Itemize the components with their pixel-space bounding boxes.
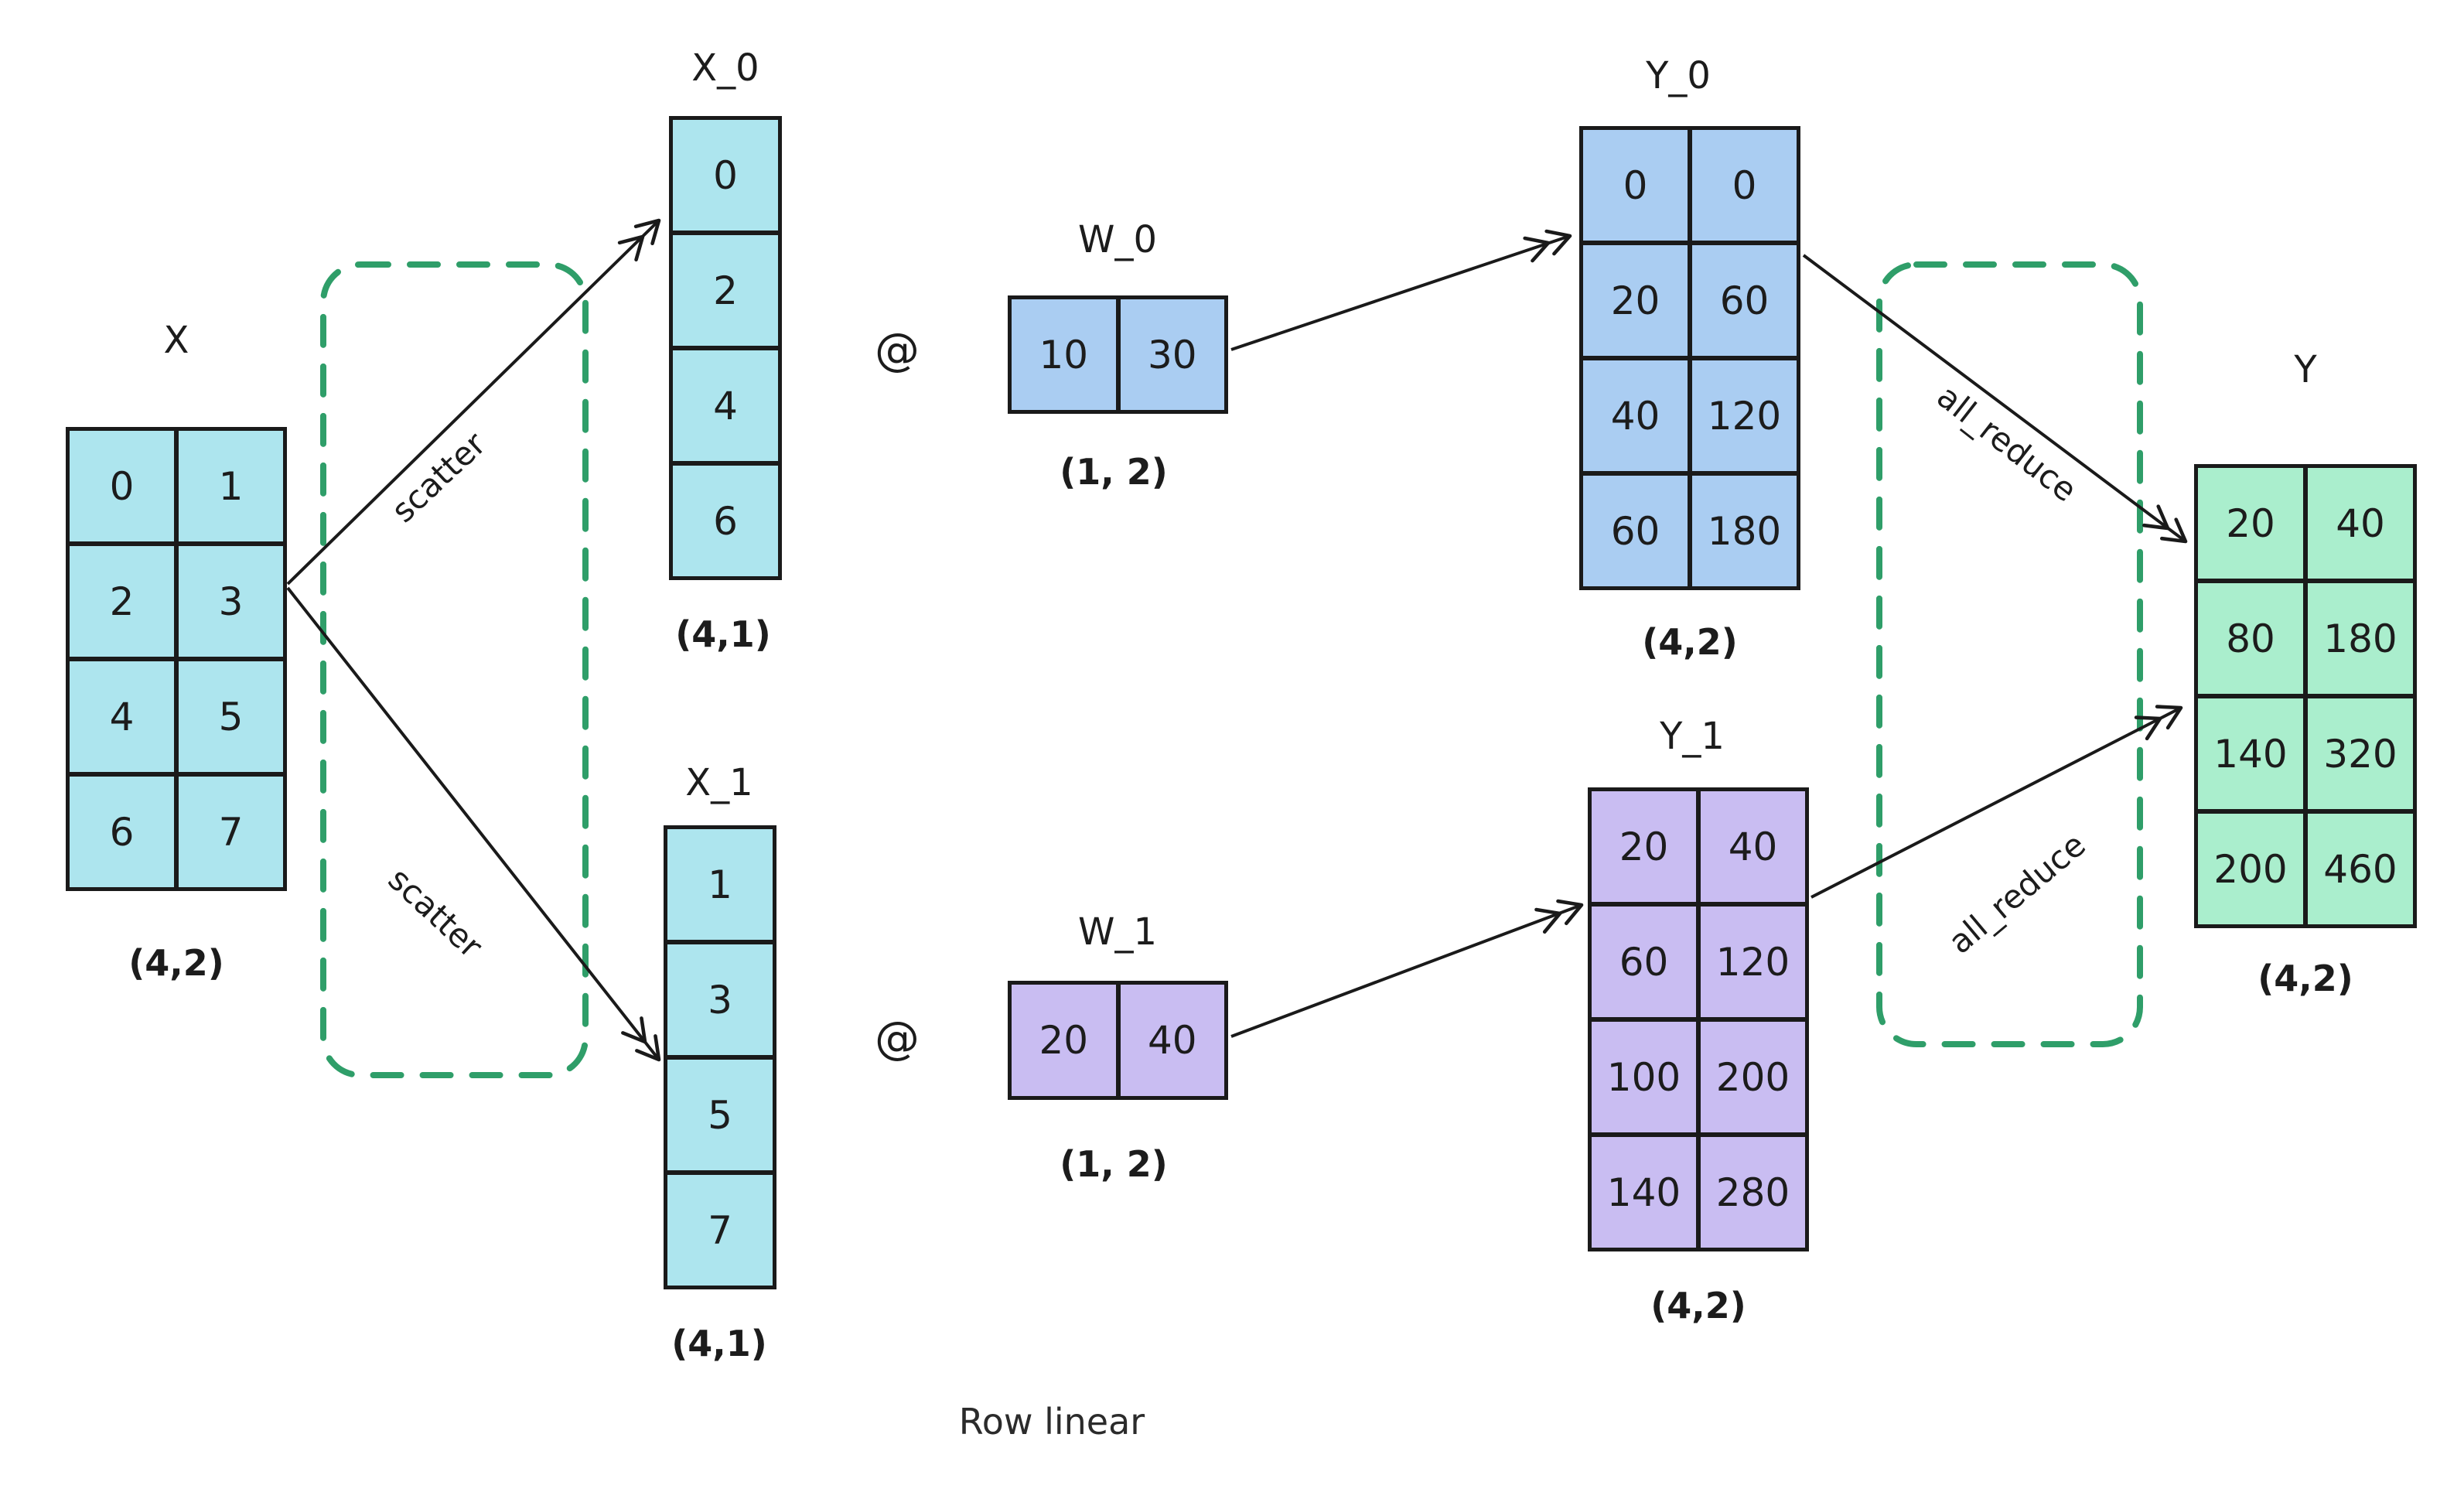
matrix-w0-shape: (1, 2) [1060,451,1168,493]
matrix-cell: 140 [1592,1137,1696,1248]
all-reduce-arrow-bottom [1810,705,2183,899]
matrix-cell: 140 [2198,698,2303,809]
matrix-cell: 2 [673,235,778,346]
matrix-x0-shape: (4,1) [675,613,771,655]
matrix-cell: 6 [70,777,174,887]
matrix-cell: 60 [1583,476,1688,586]
matrix-x-shape: (4,2) [128,942,224,984]
matrix-cell: 6 [673,466,778,576]
matrix-cell: 40 [1583,360,1688,471]
matrix-x0-label: X_0 [691,46,759,90]
matrix-x1-shape: (4,1) [671,1323,767,1364]
w0-to-y0-arrow [1230,229,1572,351]
matrix-cell: 40 [2308,468,2413,579]
matrix-cell: 1 [667,829,773,940]
matrix-cell: 0 [1692,130,1797,241]
matrix-y0-label: Y_0 [1646,54,1711,97]
matrix-cell: 4 [673,350,778,461]
matrix-y0-shape: (4,2) [1642,621,1738,663]
matmul-operator-top: @ [875,323,920,376]
matrix-cell: 80 [2198,583,2303,694]
matrix-cell: 180 [2308,583,2413,694]
matrix-cell: 1 [179,431,283,541]
matrix-cell: 7 [667,1175,773,1286]
matrix-y-shape: (4,2) [2258,958,2353,999]
matrix-cell: 7 [179,777,283,887]
matrix-cell: 0 [673,120,778,230]
matrix-w1-shape: (1, 2) [1060,1143,1168,1185]
matrix-cell: 460 [2308,814,2413,924]
matrix-cell: 60 [1592,907,1696,1017]
matrix-cell: 30 [1120,299,1224,410]
matrix-y1-shape: (4,2) [1650,1285,1746,1327]
matrix-w0-label: W_0 [1078,218,1157,261]
matrix-cell: 280 [1701,1137,1805,1248]
matrix-cell: 4 [70,661,174,772]
matrix-cell: 20 [2198,468,2303,579]
matrix-cell: 20 [1012,985,1116,1096]
diagram-title: Row linear [958,1401,1145,1443]
matrix-cell: 20 [1592,791,1696,902]
matrix-cell: 2 [70,546,174,657]
matrix-cell: 40 [1120,985,1224,1096]
matrix-cell: 60 [1692,245,1797,356]
scatter-arrow-top [286,218,661,586]
w1-to-y1-arrow [1230,899,1584,1038]
matrix-w1-label: W_1 [1078,910,1157,954]
matrix-cell: 20 [1583,245,1688,356]
matrix-cell: 3 [179,546,283,657]
matrix-x1-label: X_1 [685,761,753,804]
all-reduce-arrow-top [1802,254,2188,544]
matrix-cell: 0 [70,431,174,541]
matrix-cell: 5 [667,1060,773,1170]
scatter-group-box [320,261,589,1078]
matrix-cell: 180 [1692,476,1797,586]
matmul-operator-bottom: @ [875,1012,920,1064]
matrix-y-label: Y [2294,348,2317,391]
matrix-cell: 200 [2198,814,2303,924]
matrix-cell: 320 [2308,698,2413,809]
matrix-cell: 10 [1012,299,1116,410]
matrix-y1-label: Y_1 [1660,715,1725,758]
matrix-cell: 200 [1701,1022,1805,1132]
matrix-cell: 0 [1583,130,1688,241]
matrix-cell: 3 [667,944,773,1055]
matrix-cell: 5 [179,661,283,772]
all-reduce-group-box [1876,261,2143,1047]
matrix-cell: 120 [1701,907,1805,1017]
matrix-cell: 40 [1701,791,1805,902]
matrix-cell: 100 [1592,1022,1696,1132]
matrix-cell: 120 [1692,360,1797,471]
scatter-arrow-bottom [286,586,661,1062]
matrix-x-label: X [163,319,189,362]
